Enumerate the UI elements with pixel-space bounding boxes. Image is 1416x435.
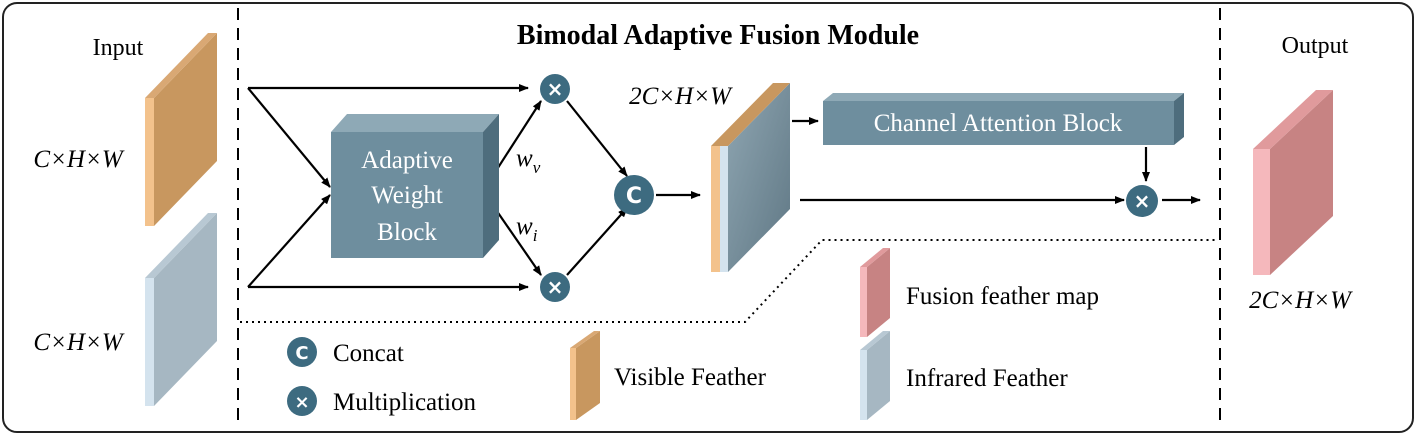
- legend-infrared-label: Infrared Feather: [906, 365, 1068, 392]
- weight-visible-label: wv: [516, 145, 541, 177]
- visible-feature-map: [145, 33, 217, 226]
- channel-attention-label: Channel Attention Block: [874, 110, 1123, 137]
- weight-infrared-label: wi: [516, 213, 538, 245]
- legend-separator: [240, 239, 1218, 323]
- adaptive-block-line1: Adaptive: [361, 147, 453, 174]
- legend-visible-label: Visible Feather: [614, 364, 767, 391]
- visible-dims-label: C×H×W: [33, 146, 124, 173]
- legend-multiplication-label: Multiplication: [333, 389, 477, 416]
- fusion-output-map: [1253, 90, 1333, 275]
- output-label: Output: [1282, 33, 1349, 59]
- adaptive-weight-block: [331, 114, 499, 258]
- legend-concat-label: Concat: [333, 340, 404, 367]
- multiply-node-attention: ×: [1126, 185, 1158, 217]
- multiply-node-bottom: ×: [540, 272, 570, 302]
- input-arrows: [247, 84, 1201, 291]
- adaptive-block-line3: Block: [377, 219, 437, 246]
- svg-text:C: C: [295, 343, 308, 364]
- infrared-dims-label: C×H×W: [33, 329, 124, 356]
- infrared-feature-map: [145, 213, 217, 406]
- concat-dims-label: 2C×H×W: [629, 83, 733, 110]
- legend-fusion-label: Fusion feather map: [906, 283, 1099, 310]
- svg-text:C: C: [626, 184, 642, 209]
- legend-concat-icon: C: [287, 337, 317, 367]
- adaptive-block-line2: Weight: [371, 182, 443, 209]
- legend-infrared-icon: [860, 331, 890, 420]
- output-dims-label: 2C×H×W: [1249, 287, 1353, 314]
- input-label: Input: [93, 35, 144, 61]
- channel-attention-block: [823, 93, 1184, 145]
- svg-text:×: ×: [547, 77, 564, 101]
- legend-fusion-icon: [860, 248, 890, 337]
- module-title: Bimodal Adaptive Fusion Module: [517, 20, 919, 51]
- svg-text:×: ×: [294, 392, 309, 413]
- concatenated-feature-map: [711, 83, 790, 272]
- svg-text:×: ×: [547, 275, 564, 299]
- legend-multiply-icon: ×: [287, 386, 317, 416]
- legend-visible-icon: [570, 331, 600, 420]
- concat-node: C: [614, 175, 654, 215]
- svg-text:×: ×: [1134, 189, 1151, 213]
- multiply-node-top: ×: [540, 74, 570, 104]
